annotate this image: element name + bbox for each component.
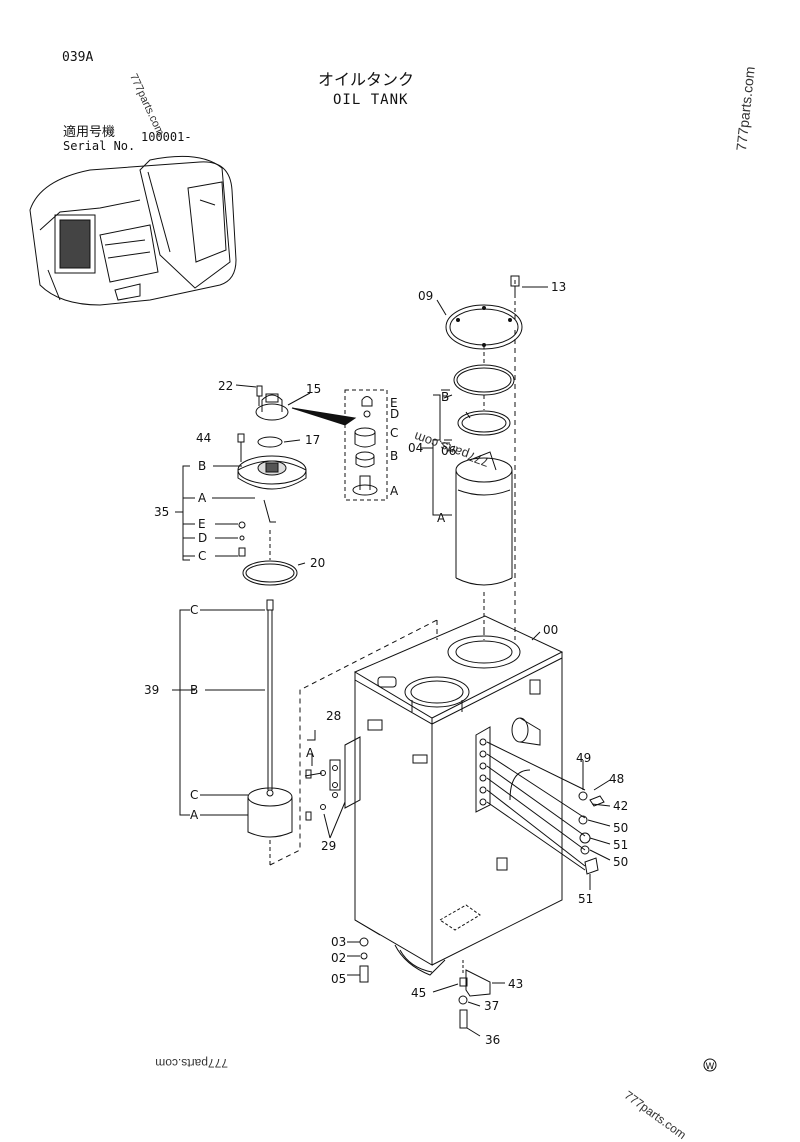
part-label-43: 43 xyxy=(508,977,523,991)
part-label-51: 51 xyxy=(613,838,628,852)
part-label-03: 03 xyxy=(331,935,346,949)
part-label-51: 51 xyxy=(578,892,593,906)
part-label-48: 48 xyxy=(609,772,624,786)
title-japanese: オイルタンク xyxy=(318,70,415,89)
title-english: OIL TANK xyxy=(333,92,409,108)
sub-label-C: C xyxy=(198,549,206,563)
oil-tank-body xyxy=(353,615,564,976)
assembly-guide-lines xyxy=(269,330,516,866)
part-label-15: 15 xyxy=(306,382,321,396)
part-label-29: 29 xyxy=(321,839,336,853)
tank-cover-assembly xyxy=(436,275,548,436)
cover-plate-assembly xyxy=(175,433,307,561)
sub-label-E: E xyxy=(198,517,206,531)
part-label-05: 05 xyxy=(331,972,346,986)
sub-label-C: C xyxy=(190,788,198,802)
part-labels: 13 09 22 15 17 44 35 20 04 06 00 39 28 2… xyxy=(144,280,628,1047)
serial-label: Serial No. xyxy=(63,139,136,153)
part-label-00: 00 xyxy=(543,623,558,637)
part-label-50: 50 xyxy=(613,821,628,835)
page-code: 039A xyxy=(62,50,94,65)
part-label-35: 35 xyxy=(154,505,169,519)
part-label-42: 42 xyxy=(613,799,628,813)
part-label-04: 04 xyxy=(408,441,423,455)
sub-label-B: B xyxy=(390,449,398,463)
breather-assembly xyxy=(235,384,388,501)
part-label-36: 36 xyxy=(485,1033,500,1047)
sub-label-A: A xyxy=(390,484,399,498)
part-label-37: 37 xyxy=(484,999,499,1013)
part-label-39: 39 xyxy=(144,683,159,697)
sub-label-D: D xyxy=(198,531,207,545)
part-label-20: 20 xyxy=(310,556,325,570)
sub-label-A: A xyxy=(198,491,207,505)
part-label-22: 22 xyxy=(218,379,233,393)
part-label-50: 50 xyxy=(613,855,628,869)
part-label-49: 49 xyxy=(576,751,591,765)
level-sensor-assembly xyxy=(172,530,306,865)
sub-label-A: A xyxy=(437,511,446,525)
sub-label-A: A xyxy=(306,746,315,760)
part-label-44: 44 xyxy=(196,431,211,445)
filter-element xyxy=(432,394,513,630)
machine-locator-sketch xyxy=(29,155,237,306)
fittings-right xyxy=(486,741,611,890)
part-label-28: 28 xyxy=(326,709,341,723)
sub-letter-labels: E D C B A B A B A E D C C B C A A xyxy=(190,390,449,822)
part-label-06: 06 xyxy=(441,444,456,458)
part-label-02: 02 xyxy=(331,951,346,965)
serial-value: 100001- xyxy=(141,130,192,144)
sub-label-A: A xyxy=(190,808,199,822)
part-label-17: 17 xyxy=(305,433,320,447)
bottom-fasteners xyxy=(347,937,505,1037)
side-bracket xyxy=(304,736,361,839)
sub-label-D: D xyxy=(390,407,399,421)
sub-label-B: B xyxy=(198,459,206,473)
part-label-45: 45 xyxy=(411,986,426,1000)
publisher-logo-letter: W xyxy=(706,1062,715,1072)
part-label-13: 13 xyxy=(551,280,566,294)
publisher-logo: W xyxy=(703,1058,717,1072)
sub-label-B: B xyxy=(190,683,198,697)
sub-label-B: B xyxy=(441,390,449,404)
sub-label-C: C xyxy=(390,426,398,440)
sub-label-E: E xyxy=(390,396,398,410)
sub-label-C: C xyxy=(190,603,198,617)
label-leader-lines xyxy=(307,389,541,741)
applicable-label: 適用号機 xyxy=(63,125,116,140)
part-label-09: 09 xyxy=(418,289,433,303)
